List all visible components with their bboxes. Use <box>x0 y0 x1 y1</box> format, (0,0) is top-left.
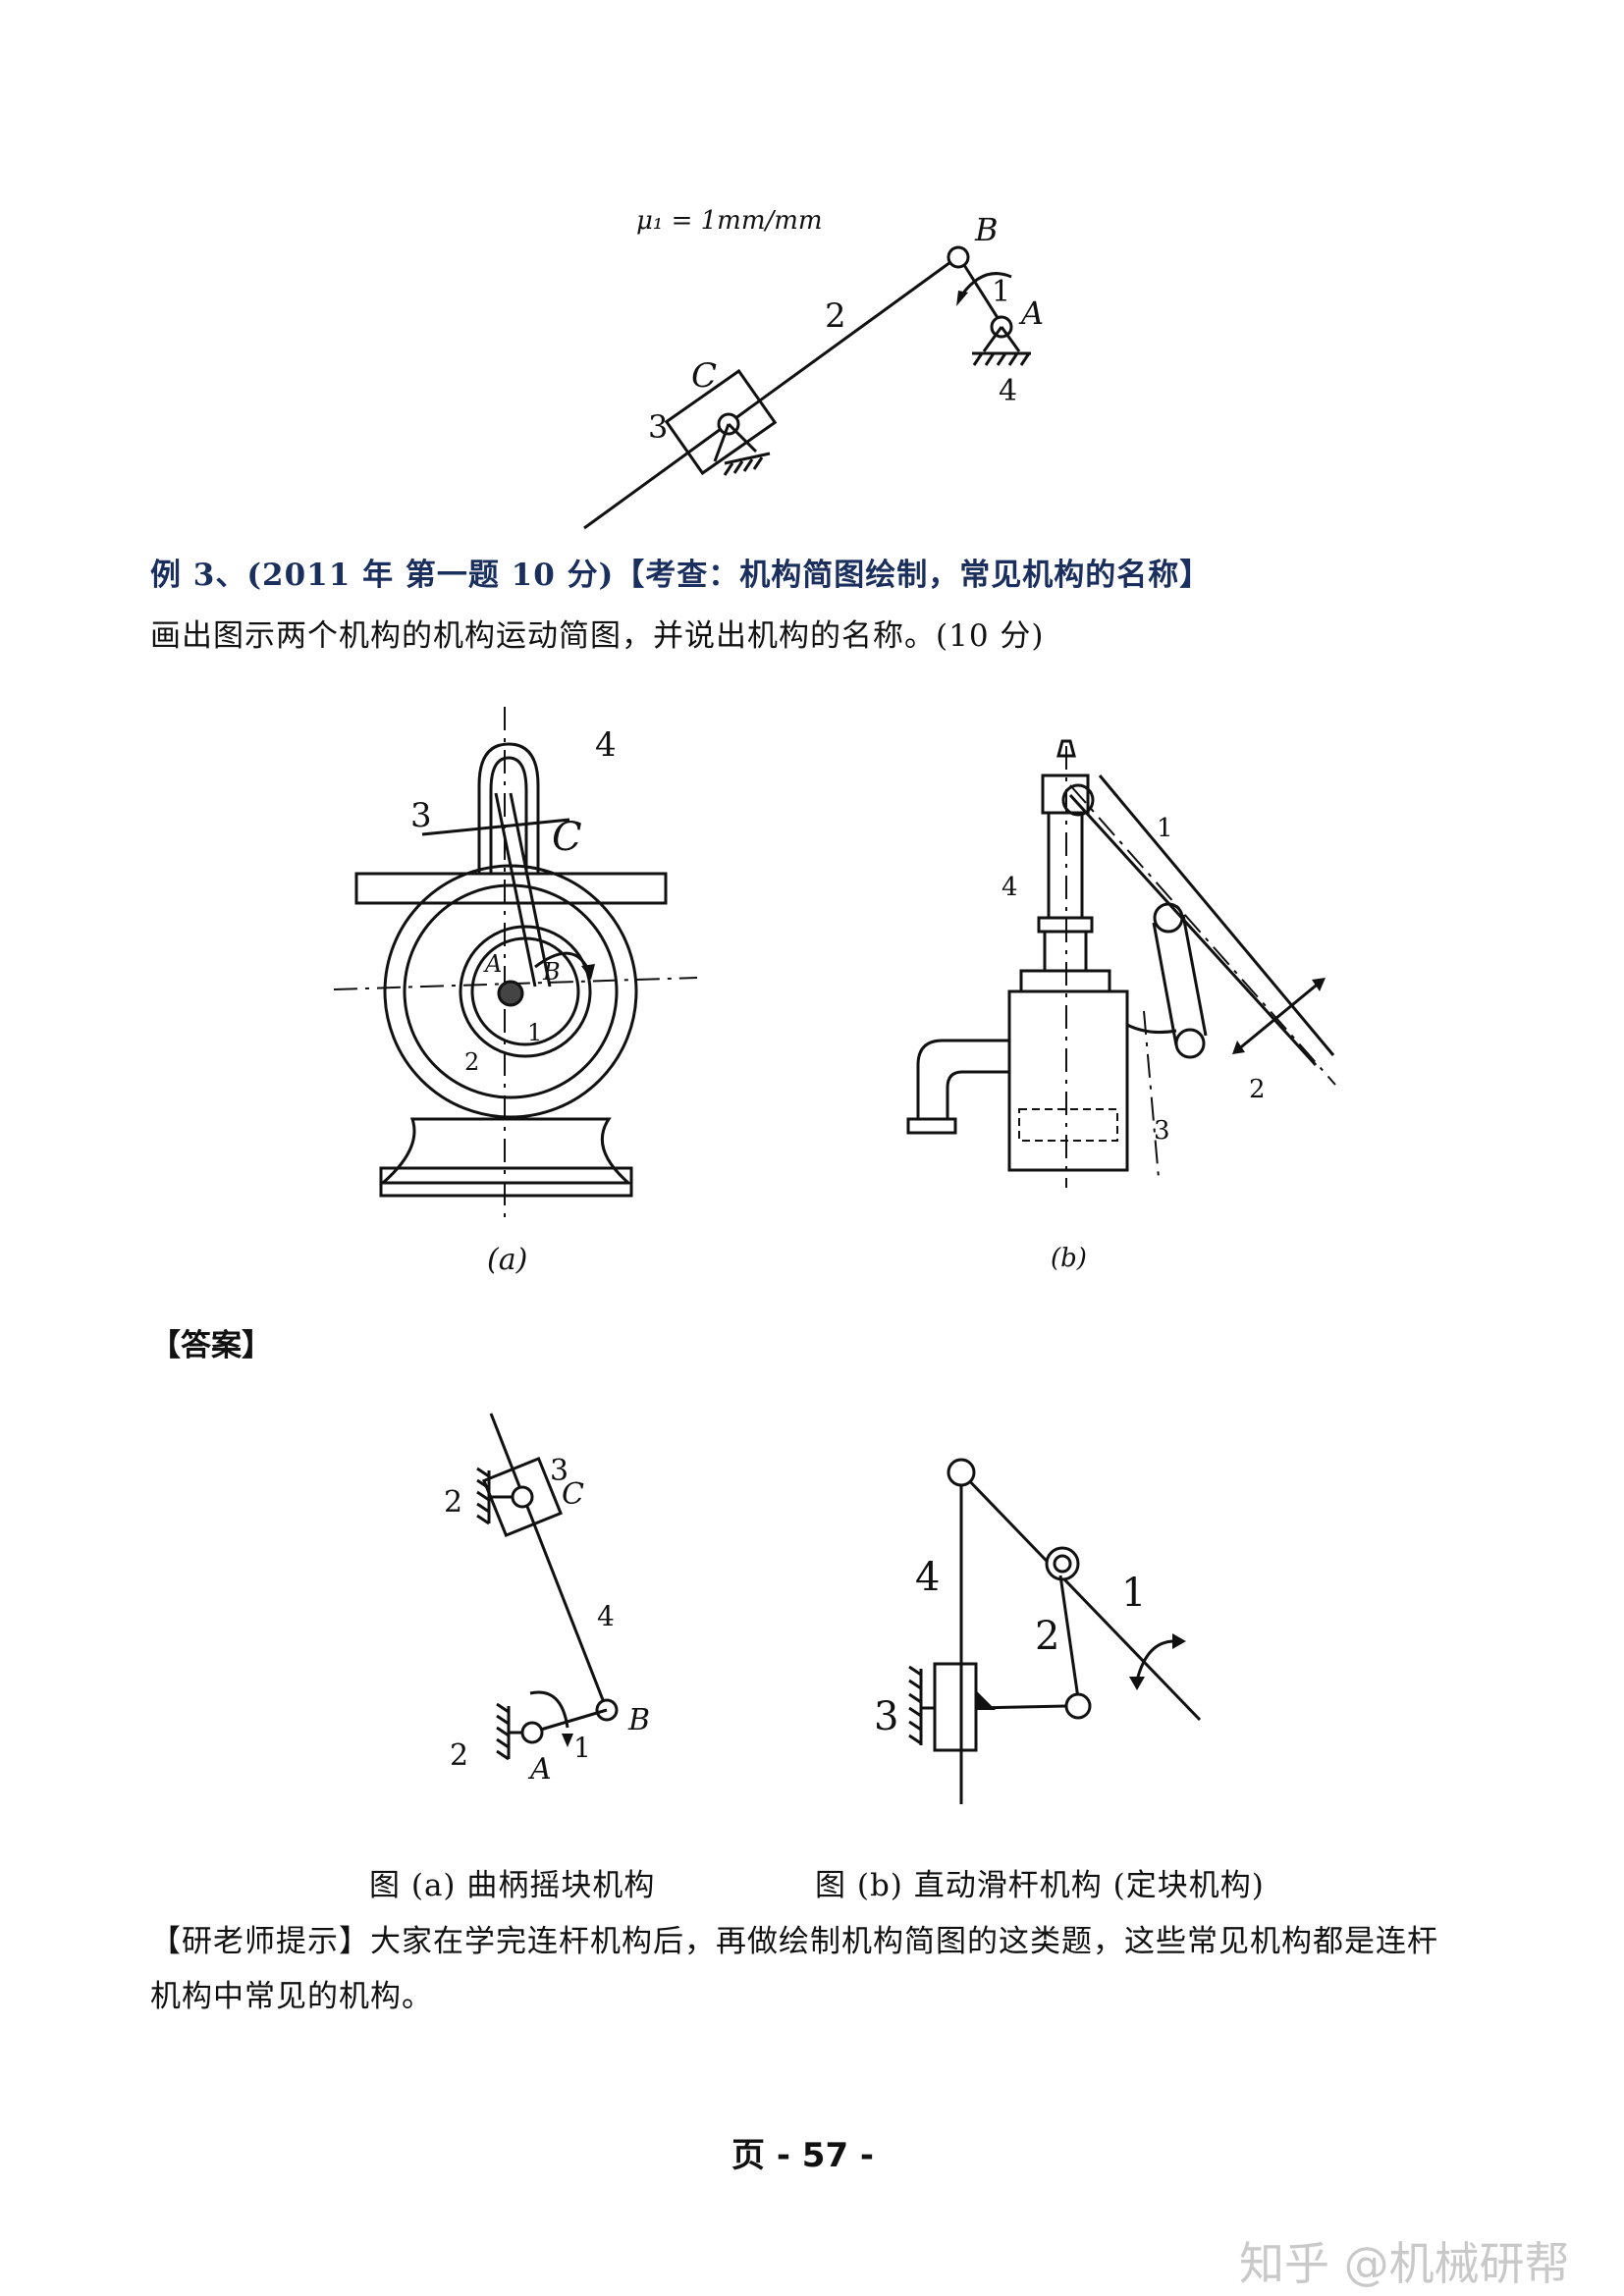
label-1: 1 <box>1121 1571 1146 1616</box>
block-3 <box>481 1456 564 1538</box>
label-4: 4 <box>915 1555 940 1600</box>
label-2: 2 <box>1035 1614 1059 1659</box>
label-3: 3 <box>410 796 432 835</box>
label-2-top: 2 <box>444 1485 462 1520</box>
page-number: 页 - 57 - <box>731 2136 875 2175</box>
joint-b <box>947 245 970 269</box>
label-b: B <box>974 211 999 248</box>
question-text: 画出图示两个机构的机构运动简图，并说出机构的名称。(10 分) <box>150 618 1045 654</box>
label-2: 2 <box>825 296 846 336</box>
crank-1 <box>533 1708 608 1734</box>
link-4 <box>489 1413 609 1711</box>
caption-b: (b) <box>1051 1244 1087 1273</box>
label-4: 4 <box>595 725 617 765</box>
pivot-c <box>511 1485 534 1509</box>
rotation-arrow <box>960 272 1012 295</box>
caption-answer-a: 图 (a) 曲柄摇块机构 <box>369 1868 656 1903</box>
label-2-bottom: 2 <box>450 1738 468 1773</box>
spout <box>916 1039 1009 1119</box>
pivot-a <box>520 1721 544 1744</box>
label-1: 1 <box>527 1019 542 1046</box>
label-1: 1 <box>573 1732 591 1764</box>
base-support <box>379 1117 632 1185</box>
label-3: 3 <box>874 1694 898 1739</box>
piston <box>1018 1108 1118 1142</box>
pivot-top <box>1061 783 1095 817</box>
joint-top <box>947 1458 976 1487</box>
answer-heading: 【答案】 <box>150 1328 272 1363</box>
guide-housing <box>477 742 540 874</box>
label-c: C <box>552 815 582 860</box>
figure-a-drawing <box>333 707 698 1217</box>
top-block <box>1041 774 1090 815</box>
caption-answer-b: 图 (b) 直动滑杆机构 (定块机构) <box>815 1868 1265 1903</box>
caption-a: (a) <box>487 1243 527 1277</box>
label-a: A <box>527 1752 552 1787</box>
label-2: 2 <box>1249 1075 1266 1104</box>
base-plate <box>379 1166 633 1198</box>
link-2 <box>1152 922 1178 1046</box>
shaft-a <box>497 980 524 1007</box>
tip-paragraph: 【研老师提示】大家在学完连杆机构后，再做绘制机构简图的这类题，这些常见机构都是连… <box>150 1914 1486 2024</box>
figure-b-drawing <box>906 739 1336 1188</box>
label-3: 3 <box>648 408 668 446</box>
link-2 <box>1058 1575 1080 1699</box>
label-b: B <box>627 1703 650 1737</box>
label-4: 4 <box>999 374 1017 408</box>
slider-block-c <box>664 368 778 476</box>
label-c: C <box>562 1477 584 1512</box>
rod-tip <box>1056 739 1076 758</box>
block-3 <box>933 1662 978 1752</box>
label-1: 1 <box>992 275 1010 309</box>
label-4: 4 <box>597 1600 615 1632</box>
cylinder-3 <box>1007 989 1129 1172</box>
handle-1 <box>959 1470 1202 1722</box>
pivot-mid <box>1153 902 1184 934</box>
watermark: 知乎 @机械研帮 <box>1239 2237 1570 2290</box>
label-c: C <box>691 356 717 396</box>
cam-disk <box>459 925 592 1058</box>
example-heading: 例 3、(2011 年 第一题 10 分)【考查：机构简图绘制，常见机构的名称】 <box>150 558 1212 593</box>
tip-line-1: 【研老师提示】大家在学完连杆机构后，再做绘制机构简图的这类题，这些常见机构都是连… <box>150 1924 1438 1959</box>
top-linkage-drawing <box>583 245 1031 530</box>
scale-note: μ₁ = 1mm/mm <box>636 206 823 236</box>
answer-right-drawing <box>908 1458 1202 1804</box>
label-3: 3 <box>550 1454 568 1488</box>
label-b: B <box>542 958 561 986</box>
label-a: A <box>1018 294 1044 332</box>
crank-1 <box>962 264 1003 325</box>
answer-left-drawing <box>476 1413 619 1761</box>
ground-c <box>724 452 771 465</box>
link-2 <box>583 255 958 530</box>
pivot-bottom <box>1174 1028 1206 1059</box>
joint-bottom <box>1064 1692 1092 1720</box>
label-4: 4 <box>1001 873 1018 902</box>
label-1: 1 <box>1157 814 1173 843</box>
motion-arrow <box>1236 980 1322 1052</box>
label-a: A <box>483 950 502 978</box>
label-3: 3 <box>1154 1116 1170 1146</box>
label-2: 2 <box>464 1048 479 1076</box>
tip-line-2: 机构中常见的机构。 <box>150 1979 433 2014</box>
